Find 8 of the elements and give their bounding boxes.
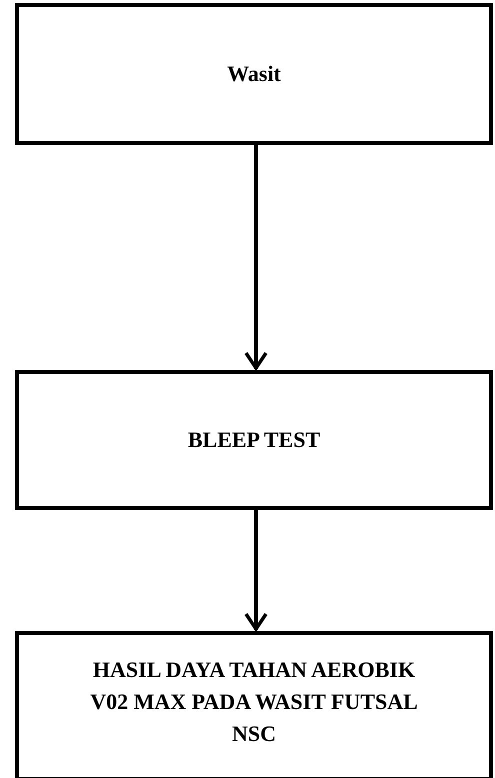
box-label: HASIL DAYA TAHAN AEROBIK V02 MAX PADA WASIT FUTSAL NSC	[89, 656, 419, 748]
process-box	[15, 370, 493, 510]
arrow	[244, 510, 268, 631]
box-label: BLEEP TEST	[188, 426, 320, 454]
box-label: Wasit	[227, 60, 281, 88]
process-box	[15, 3, 493, 145]
arrow	[244, 145, 268, 370]
process-box	[15, 631, 493, 778]
